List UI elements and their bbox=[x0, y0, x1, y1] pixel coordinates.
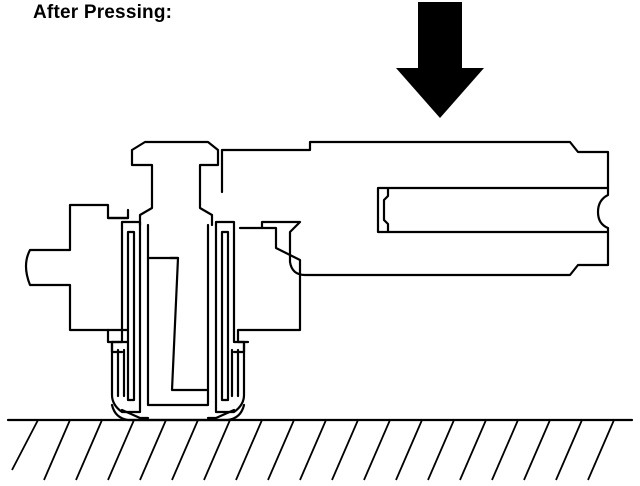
sleeve-right-spring bbox=[230, 348, 240, 398]
sleeve-left-inner bbox=[126, 230, 136, 402]
pin-shaft bbox=[146, 223, 210, 407]
pin-tail bbox=[168, 256, 210, 392]
sleeve-right-inner bbox=[220, 230, 230, 402]
housing-arm-outline bbox=[220, 140, 610, 277]
sleeve-left-spring bbox=[116, 348, 126, 398]
housing-left-boss bbox=[24, 203, 130, 344]
sleeve-left-wall bbox=[110, 220, 142, 414]
arm-slot bbox=[376, 186, 610, 234]
down-arrow-icon bbox=[396, 2, 484, 118]
housing-left-shoulder bbox=[106, 216, 130, 332]
sleeve-right-wall bbox=[214, 220, 246, 414]
housing-right-body bbox=[236, 226, 302, 344]
base-hatching bbox=[11, 419, 615, 481]
diagram-title: After Pressing: bbox=[33, 2, 173, 23]
pin-head bbox=[130, 140, 220, 227]
